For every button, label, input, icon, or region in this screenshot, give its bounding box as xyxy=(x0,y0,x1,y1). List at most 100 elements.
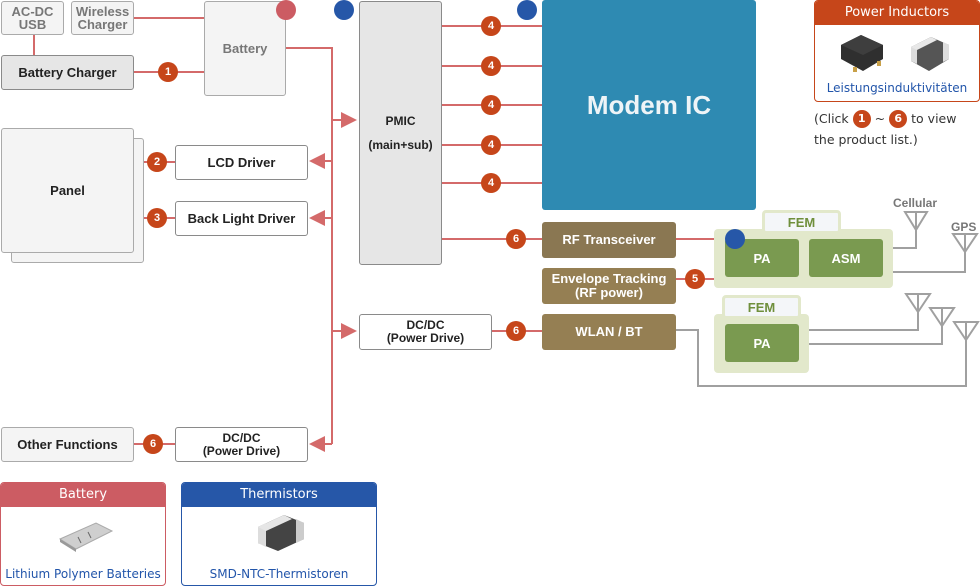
other-functions-label: Other Functions xyxy=(17,437,118,452)
lithium-battery-image xyxy=(58,522,114,552)
pmic-marker-dot[interactable] xyxy=(334,0,354,20)
battery-label: Battery xyxy=(222,41,268,56)
modem-ic-box: Modem IC xyxy=(542,0,756,210)
battery-charger-box: Battery Charger xyxy=(1,55,134,90)
badge-5-label: 5 xyxy=(691,273,699,285)
antenna-gps-label: GPS xyxy=(951,220,977,234)
pmic-sublabel: (main+sub) xyxy=(368,138,433,152)
badge-6[interactable]: 6 xyxy=(143,434,163,454)
dcdc-sublabel: (Power Drive) xyxy=(386,331,465,345)
instruction-note: (Click 1 ~ 6 to view the product list.) xyxy=(814,108,980,150)
wireless-charger-box: Wireless Charger xyxy=(71,1,134,35)
badge-6-label: 6 xyxy=(512,233,520,245)
thermistors-card-title: Thermistors xyxy=(182,483,376,507)
note-line2: the product list.) xyxy=(814,132,918,147)
badge-4-label: 4 xyxy=(487,20,495,32)
badge-4[interactable]: 4 xyxy=(481,16,501,36)
dcdc-other-box: DC/DC (Power Drive) xyxy=(175,427,308,462)
acdc-usb-box: AC-DC USB xyxy=(1,1,64,35)
lcd-driver-label: LCD Driver xyxy=(207,155,276,170)
battery-product-card[interactable]: Battery Lithium Polymer Batteries xyxy=(0,482,166,586)
fem-wlan-tab: FEM xyxy=(722,295,801,319)
badge-4-label: 4 xyxy=(487,99,495,111)
thermistor-image xyxy=(258,515,304,551)
power-inductors-title: Power Inductors xyxy=(815,1,979,25)
pa-wlan-label: PA xyxy=(753,335,771,351)
other-functions-box: Other Functions xyxy=(1,427,134,462)
envelope-tracking-box: Envelope Tracking (RF power) xyxy=(542,268,676,304)
wlan-bt-label: WLAN / BT xyxy=(575,324,643,339)
battery-marker-dot[interactable] xyxy=(276,0,296,20)
asm-label: ASM xyxy=(831,250,861,266)
panel-label: Panel xyxy=(50,183,85,198)
asm-box: ASM xyxy=(809,239,883,277)
badge-3[interactable]: 3 xyxy=(147,208,167,228)
charger-label: Charger xyxy=(77,17,128,32)
wire-fem2-ant1 xyxy=(808,305,919,331)
battery-box: Battery xyxy=(204,1,286,96)
envelope-tracking-sublabel: (RF power) xyxy=(575,285,643,300)
badge-4[interactable]: 4 xyxy=(481,95,501,115)
badge-4-label: 4 xyxy=(487,60,495,72)
modem-marker-dot[interactable] xyxy=(517,0,537,20)
wireless-label: Wireless xyxy=(75,4,130,19)
power-inductors-card[interactable]: Power Inductors Leistungsinduktivitäten xyxy=(814,0,980,102)
badge-4[interactable]: 4 xyxy=(481,56,501,76)
envelope-tracking-label: Envelope Tracking xyxy=(551,271,667,286)
antenna-wifi-3-icon xyxy=(952,321,980,342)
fem-wlan-label: FEM xyxy=(747,299,776,315)
thermistors-card-link[interactable]: SMD-NTC-Thermistoren xyxy=(209,567,349,581)
antenna-wifi-2-icon xyxy=(928,307,956,328)
note-prefix: (Click xyxy=(814,111,849,126)
pmic-label: PMIC xyxy=(385,114,416,128)
battery-card-link[interactable]: Lithium Polymer Batteries xyxy=(5,567,161,581)
wlan-bt-box: WLAN / BT xyxy=(542,314,676,350)
pmic-box: PMIC (main+sub) xyxy=(359,1,442,265)
badge-2[interactable]: 2 xyxy=(147,152,167,172)
wire-asm-gps xyxy=(892,240,966,273)
rf-transceiver-label: RF Transceiver xyxy=(562,232,656,247)
dcdc-wlan-box: DC/DC (Power Drive) xyxy=(359,314,492,350)
note-badge-to: 6 xyxy=(889,109,908,128)
badge-4-label: 4 xyxy=(487,177,495,189)
power-inductors-link[interactable]: Leistungsinduktivitäten xyxy=(826,81,968,95)
badge-6[interactable]: 6 xyxy=(506,321,526,341)
usb-label: USB xyxy=(18,17,47,32)
thermistors-card[interactable]: Thermistors SMD-NTC-Thermistoren xyxy=(181,482,377,586)
dcdc-label: DC/DC xyxy=(222,430,261,445)
wire-power-bus xyxy=(285,47,333,444)
badge-3-label: 3 xyxy=(153,212,161,224)
note-tilde: ~ xyxy=(874,111,886,126)
badge-6[interactable]: 6 xyxy=(506,229,526,249)
battery-charger-label: Battery Charger xyxy=(18,65,117,80)
dcdc-sublabel: (Power Drive) xyxy=(202,443,281,458)
power-inductors-image xyxy=(841,35,949,72)
badge-6-label: 6 xyxy=(149,438,157,450)
backlight-driver-label: Back Light Driver xyxy=(187,211,296,226)
lcd-driver-box: LCD Driver xyxy=(175,145,308,180)
acdc-label: AC-DC xyxy=(11,4,54,19)
antenna-cellular-label: Cellular xyxy=(893,196,938,210)
badge-4[interactable]: 4 xyxy=(481,135,501,155)
wire-asm-cellular xyxy=(892,216,917,249)
wire-wlan-ant3 xyxy=(676,329,967,387)
badge-5[interactable]: 5 xyxy=(685,269,705,289)
badge-6-label: 6 xyxy=(512,325,520,337)
wire-fem2-ant2 xyxy=(808,320,943,345)
dcdc-label: DC/DC xyxy=(406,318,445,332)
modem-ic-label: Modem IC xyxy=(586,89,712,120)
fem-marker-dot[interactable] xyxy=(725,229,745,249)
pa-cellular-label: PA xyxy=(753,250,771,266)
battery-card-title: Battery xyxy=(1,483,165,507)
badge-2-label: 2 xyxy=(153,156,161,168)
rf-transceiver-box: RF Transceiver xyxy=(542,222,676,258)
antenna-cellular-icon xyxy=(903,211,929,232)
badge-1[interactable]: 1 xyxy=(158,62,178,82)
note-suffix: to view xyxy=(911,111,957,126)
badge-1-label: 1 xyxy=(164,66,172,78)
badge-4[interactable]: 4 xyxy=(481,173,501,193)
pa-wlan-box: PA xyxy=(725,324,799,362)
panel-box: Panel xyxy=(1,128,134,253)
note-badge-from: 1 xyxy=(852,109,871,128)
badge-4-label: 4 xyxy=(487,139,495,151)
